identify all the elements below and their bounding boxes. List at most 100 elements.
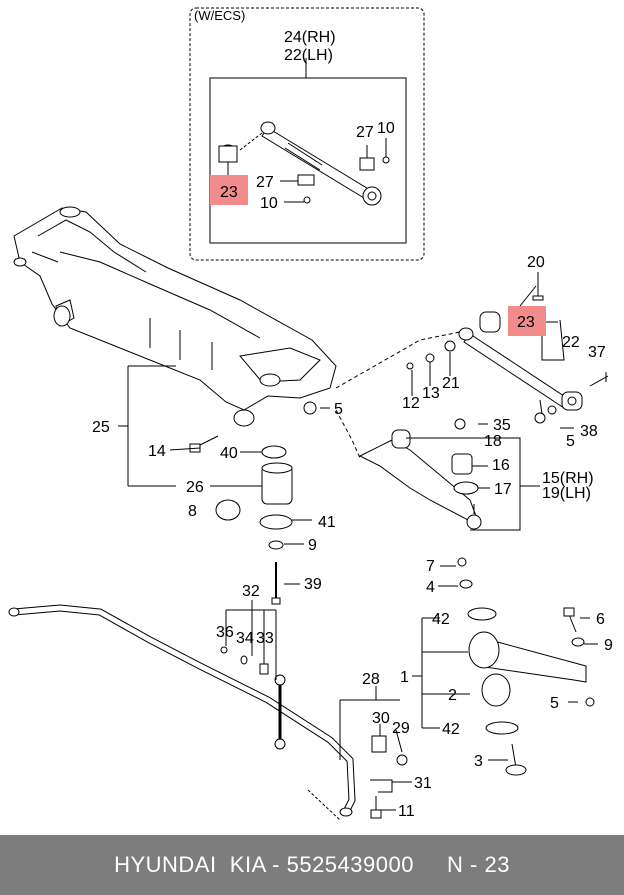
lower-arm-15 (358, 429, 482, 530)
label-39: 39 (304, 576, 322, 593)
label-9a: 9 (308, 537, 317, 554)
label-7: 7 (426, 558, 435, 575)
bolt-11 (370, 796, 382, 819)
nut-36 (220, 646, 228, 654)
label-27a: 27 (356, 124, 374, 141)
bushing-30 (371, 735, 387, 753)
label-6: 6 (596, 611, 605, 628)
label-28: 28 (362, 671, 380, 688)
inset-bushing-23 (218, 144, 238, 178)
label-19lh: 19(LH) (542, 485, 591, 502)
label-14: 14 (148, 443, 166, 460)
rear-crossmember (13, 206, 337, 427)
inset-box (189, 7, 425, 261)
washer-4 (459, 579, 473, 589)
inset-bracket-27b (280, 174, 315, 186)
label-22: 22 (562, 334, 580, 351)
label-20: 20 (527, 254, 545, 271)
mount-41 (259, 514, 293, 530)
label-29: 29 (392, 720, 410, 737)
nut-7 (457, 557, 467, 567)
label-8: 8 (188, 503, 197, 520)
trailing-arm-1 (468, 631, 587, 683)
lateral-arm-22 (458, 327, 583, 411)
bushing-26 (261, 462, 293, 505)
highlight-23-inset (210, 175, 248, 205)
label-32: 32 (242, 583, 260, 600)
inset-bracket-27a (359, 145, 375, 171)
bushing-2 (481, 673, 511, 707)
label-33: 33 (256, 630, 274, 647)
bumper-16 (451, 453, 473, 475)
label-11: 11 (398, 803, 415, 820)
label-41: 41 (318, 514, 336, 531)
bolt-39 (271, 562, 281, 605)
stabilizer-link-32 (274, 674, 286, 750)
bushing-23 (479, 311, 501, 333)
label-27b: 27 (256, 174, 274, 191)
washer-42a (467, 607, 497, 621)
label-18: 18 (484, 433, 502, 450)
label-10b: 10 (260, 195, 278, 212)
nut-5a (303, 401, 317, 415)
inset-nut-10a (382, 138, 390, 164)
label-17: 17 (494, 481, 512, 498)
washer-42b (485, 721, 519, 735)
mount-40 (261, 445, 287, 459)
label-1: 1 (400, 669, 409, 686)
cap-8 (215, 499, 241, 521)
footer-page: N - 23 (447, 852, 510, 877)
label-30: 30 (372, 710, 390, 727)
inset-part-lh: 22(LH) (284, 47, 333, 64)
label-9b: 9 (604, 637, 613, 654)
nut-5b (534, 412, 546, 424)
bolt-20 (519, 272, 544, 307)
bolt-37 (589, 372, 609, 387)
bracket-31 (370, 779, 393, 793)
label-23-inset: 23 (220, 184, 238, 201)
label-5a: 5 (334, 401, 343, 418)
label-10a: 10 (377, 120, 395, 137)
label-2: 2 (448, 687, 457, 704)
label-15rh: 15(RH) (542, 470, 594, 487)
bolt-14 (189, 435, 219, 453)
label-23-main: 23 (517, 314, 535, 331)
washer-38 (547, 405, 557, 415)
label-34: 34 (236, 630, 254, 647)
label-4: 4 (426, 579, 435, 596)
inset-part-rh: 24(RH) (284, 29, 336, 46)
nut-12 (406, 362, 414, 370)
bolt-6 (563, 607, 577, 633)
washer-34 (240, 655, 248, 665)
highlight-23-main (508, 306, 546, 336)
label-36: 36 (216, 624, 234, 641)
washer-9b (571, 637, 585, 647)
label-5c: 5 (550, 695, 559, 712)
nut-35 (454, 418, 466, 430)
label-13: 13 (422, 385, 440, 402)
nut-9 (268, 540, 284, 550)
clamp-29 (396, 754, 408, 766)
inset-lateral-arm (260, 121, 382, 206)
label-37: 37 (588, 344, 606, 361)
label-40: 40 (220, 445, 238, 462)
inset-title: (W/ECS) (194, 8, 245, 23)
ring-17 (453, 481, 479, 495)
washer-21 (444, 340, 456, 352)
footer-bar: HYUNDAI KIA - 5525439000 N - 23 (0, 835, 624, 895)
label-26: 26 (186, 479, 204, 496)
label-42a: 42 (432, 611, 450, 628)
label-3: 3 (474, 753, 483, 770)
inset-inner-box (209, 77, 407, 244)
bolt-3 (505, 743, 527, 776)
parts-diagram: (W/ECS) 24(RH) 22(LH) 23 27 10 27 10 20 … (8, 7, 613, 821)
label-5b: 5 (566, 433, 575, 450)
label-38: 38 (580, 423, 598, 440)
nut-13 (425, 353, 435, 363)
nut-5c (585, 697, 595, 707)
label-12: 12 (402, 395, 420, 412)
inset-nut-10b (284, 196, 311, 204)
footer-brand: HYUNDAI KIA - 5525439000 (114, 852, 414, 877)
label-21: 21 (442, 375, 460, 392)
label-42b: 42 (442, 721, 460, 738)
